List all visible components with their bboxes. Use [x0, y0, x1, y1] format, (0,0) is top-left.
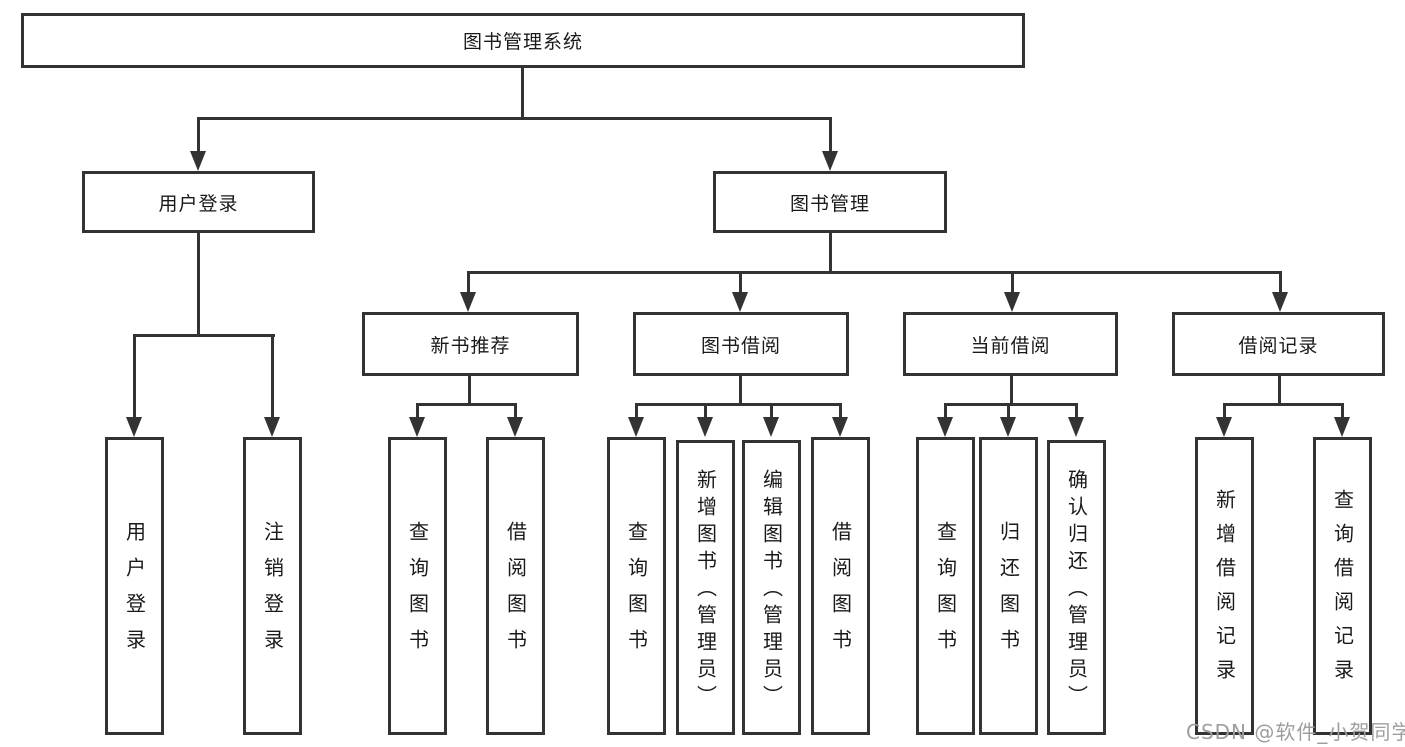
connector-arrowhead: [832, 417, 848, 437]
connector-line: [1279, 271, 1282, 295]
connector-line: [1075, 403, 1078, 419]
connector-arrowhead: [1068, 417, 1084, 437]
connector-line: [1010, 376, 1013, 406]
connector-line: [1341, 403, 1344, 419]
connector-arrowhead: [460, 292, 476, 312]
node-new-book-recommendation-label: 新书推荐: [430, 334, 511, 357]
connector-arrowhead: [126, 417, 142, 437]
leaf-return-book: 归还图书: [979, 437, 1038, 735]
connector-arrowhead: [1000, 417, 1016, 437]
connector-arrowhead: [822, 151, 838, 171]
connector-line: [271, 334, 274, 420]
connector-line: [839, 403, 842, 419]
leaf-borrow-books-borrowing: 借阅图书: [811, 437, 870, 735]
connector-line: [197, 233, 200, 336]
node-current-borrowing-label: 当前借阅: [970, 334, 1051, 357]
connector-line: [739, 271, 742, 295]
leaf-confirm-return-admin: 确认归还（管理员）: [1047, 440, 1106, 735]
leaf-query-books-recommend: 查询图书: [388, 437, 447, 735]
connector-line: [1007, 403, 1010, 419]
node-user-login-label: 用户登录: [158, 192, 239, 215]
node-book-borrowing: 图书借阅: [633, 312, 849, 376]
leaf-edit-book-admin: 编辑图书（管理员）: [742, 440, 801, 735]
leaf-add-book-admin: 新增图书（管理员）: [676, 440, 735, 735]
connector-arrowhead: [1334, 417, 1350, 437]
connector-arrowhead: [763, 417, 779, 437]
connector-line: [197, 117, 200, 153]
connector-line: [944, 403, 947, 419]
leaf-logout: 注销登录: [243, 437, 302, 735]
connector-arrowhead: [409, 417, 425, 437]
connector-line: [416, 403, 419, 419]
connector-line: [521, 68, 524, 118]
node-book-management: 图书管理: [713, 171, 947, 233]
node-user-login: 用户登录: [82, 171, 315, 233]
connector-line: [739, 376, 742, 406]
node-borrowing-records-label: 借阅记录: [1238, 334, 1319, 357]
connector-line: [635, 403, 638, 419]
leaf-borrow-books-recommend: 借阅图书: [486, 437, 545, 735]
connector-line: [1011, 271, 1014, 295]
connector-line: [468, 376, 471, 406]
node-current-borrowing: 当前借阅: [903, 312, 1118, 376]
leaf-add-borrow-record: 新增借阅记录: [1195, 437, 1254, 735]
connector-arrowhead: [1272, 292, 1288, 312]
connector-line: [467, 271, 470, 295]
connector-arrowhead: [190, 151, 206, 171]
connector-line: [635, 403, 841, 406]
connector-arrowhead: [264, 417, 280, 437]
connector-arrowhead: [697, 417, 713, 437]
node-root: 图书管理系统: [21, 13, 1025, 68]
node-new-book-recommendation: 新书推荐: [362, 312, 579, 376]
connector-arrowhead: [937, 417, 953, 437]
connector-line: [514, 403, 517, 419]
connector-arrowhead: [1216, 417, 1232, 437]
node-book-management-label: 图书管理: [789, 192, 870, 215]
connector-arrowhead: [507, 417, 523, 437]
node-root-label: 图书管理系统: [462, 31, 583, 53]
leaf-query-books-borrowing: 查询图书: [607, 437, 666, 735]
connector-line: [1223, 403, 1226, 419]
leaf-user-login: 用户登录: [105, 437, 164, 735]
connector-arrowhead: [628, 417, 644, 437]
connector-line: [829, 233, 832, 274]
connector-arrowhead: [732, 292, 748, 312]
connector-arrowhead: [1004, 292, 1020, 312]
leaf-query-borrow-record: 查询借阅记录: [1313, 437, 1372, 735]
connector-line: [704, 403, 707, 419]
watermark: CSDN @软件_小贺同学: [1186, 720, 1405, 744]
leaf-query-books-current: 查询图书: [916, 437, 975, 735]
connector-line: [133, 334, 136, 420]
connector-line: [467, 271, 1281, 274]
node-borrowing-records: 借阅记录: [1172, 312, 1385, 376]
connector-line: [133, 334, 275, 337]
connector-line: [1223, 403, 1344, 406]
connector-line: [1278, 376, 1281, 406]
connector-line: [416, 403, 517, 406]
connector-line: [944, 403, 1077, 406]
connector-line: [770, 403, 773, 419]
connector-line: [829, 117, 832, 153]
connector-line: [197, 117, 832, 120]
node-book-borrowing-label: 图书借阅: [700, 334, 781, 357]
